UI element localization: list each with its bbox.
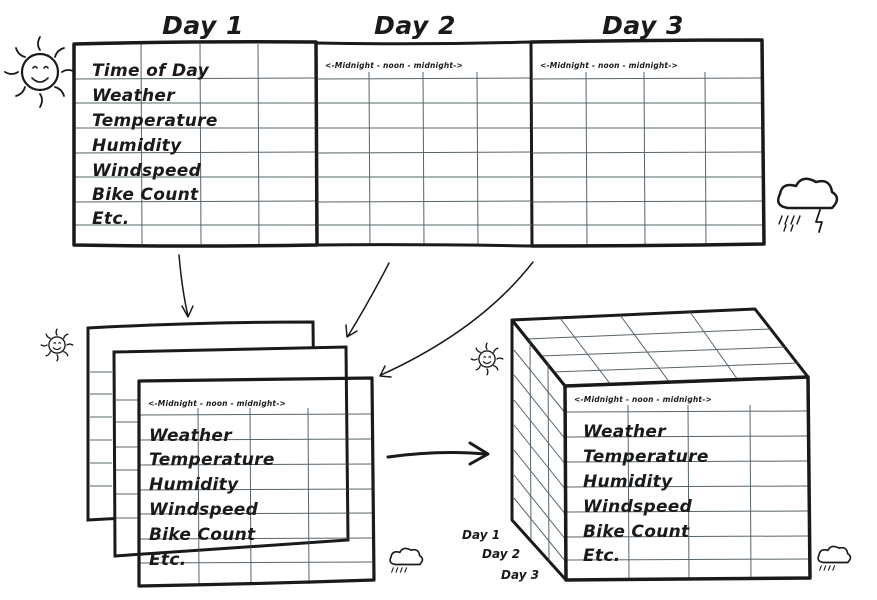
day-2-header: Day 2 bbox=[374, 11, 456, 40]
cube-depth-day-1: Day 1 bbox=[462, 528, 500, 542]
day-3-header: Day 3 bbox=[602, 11, 684, 40]
cube-front-face: <-Midnight - noon - midnight-> Weather T… bbox=[563, 375, 812, 582]
sun-icon bbox=[4, 36, 76, 108]
row-label-windspeed: Windspeed bbox=[92, 161, 202, 181]
stack-time-axis: <-Midnight - noon - midnight-> bbox=[148, 399, 286, 408]
row-label-time-of-day: Time of Day bbox=[92, 61, 210, 81]
day-3-time-axis: <-Midnight - noon - midnight-> bbox=[540, 61, 678, 70]
stack-row-windspeed: Windspeed bbox=[149, 500, 259, 520]
cube-row-temperature: Temperature bbox=[583, 447, 709, 467]
small-sun-icon bbox=[40, 328, 74, 362]
cube-row-bike-count: Bike Count bbox=[583, 522, 690, 542]
cube-rain-cloud-icon bbox=[817, 545, 852, 571]
cube-depth-day-3: Day 3 bbox=[501, 568, 539, 582]
small-rain-cloud-icon bbox=[389, 547, 424, 573]
stack-row-temperature: Temperature bbox=[149, 450, 275, 470]
day-1-header: Day 1 bbox=[162, 11, 244, 40]
row-label-humidity: Humidity bbox=[92, 136, 182, 156]
row-label-temperature: Temperature bbox=[92, 111, 218, 131]
day-1-table: Time of Day Weather Temperature Humidity… bbox=[72, 40, 319, 248]
cube-row-weather: Weather bbox=[583, 422, 667, 442]
data-cube: <-Midnight - noon - midnight-> Weather T… bbox=[462, 307, 812, 582]
day-3-table: <-Midnight - noon - midnight-> bbox=[529, 38, 766, 248]
cube-row-humidity: Humidity bbox=[583, 472, 673, 492]
front-sheet: <-Midnight - noon - midnight-> Weather T… bbox=[137, 376, 376, 588]
stack-row-humidity: Humidity bbox=[149, 475, 239, 495]
row-label-weather: Weather bbox=[92, 86, 176, 106]
cube-row-windspeed: Windspeed bbox=[583, 497, 693, 517]
stacked-sheets: <-Midnight - noon - midnight-> Weather T… bbox=[86, 320, 376, 588]
row-label-bike-count: Bike Count bbox=[92, 185, 199, 205]
day-2-table: <-Midnight - noon - midnight-> bbox=[314, 40, 534, 248]
cube-time-axis: <-Midnight - noon - midnight-> bbox=[574, 395, 712, 404]
rain-cloud-icon bbox=[777, 177, 839, 233]
cube-depth-day-2: Day 2 bbox=[482, 547, 520, 561]
row-label-etc: Etc. bbox=[92, 209, 129, 229]
day-2-time-axis: <-Midnight - noon - midnight-> bbox=[325, 61, 463, 70]
top-tables: Day 1 Day 2 Day 3 Time of Day Weather Te… bbox=[72, 11, 766, 248]
arrows bbox=[178, 254, 534, 466]
cube-sun-icon bbox=[470, 342, 504, 376]
stack-row-bike-count: Bike Count bbox=[149, 525, 256, 545]
stack-row-weather: Weather bbox=[149, 426, 233, 446]
stack-row-etc: Etc. bbox=[149, 550, 186, 570]
cube-row-etc: Etc. bbox=[583, 546, 620, 566]
